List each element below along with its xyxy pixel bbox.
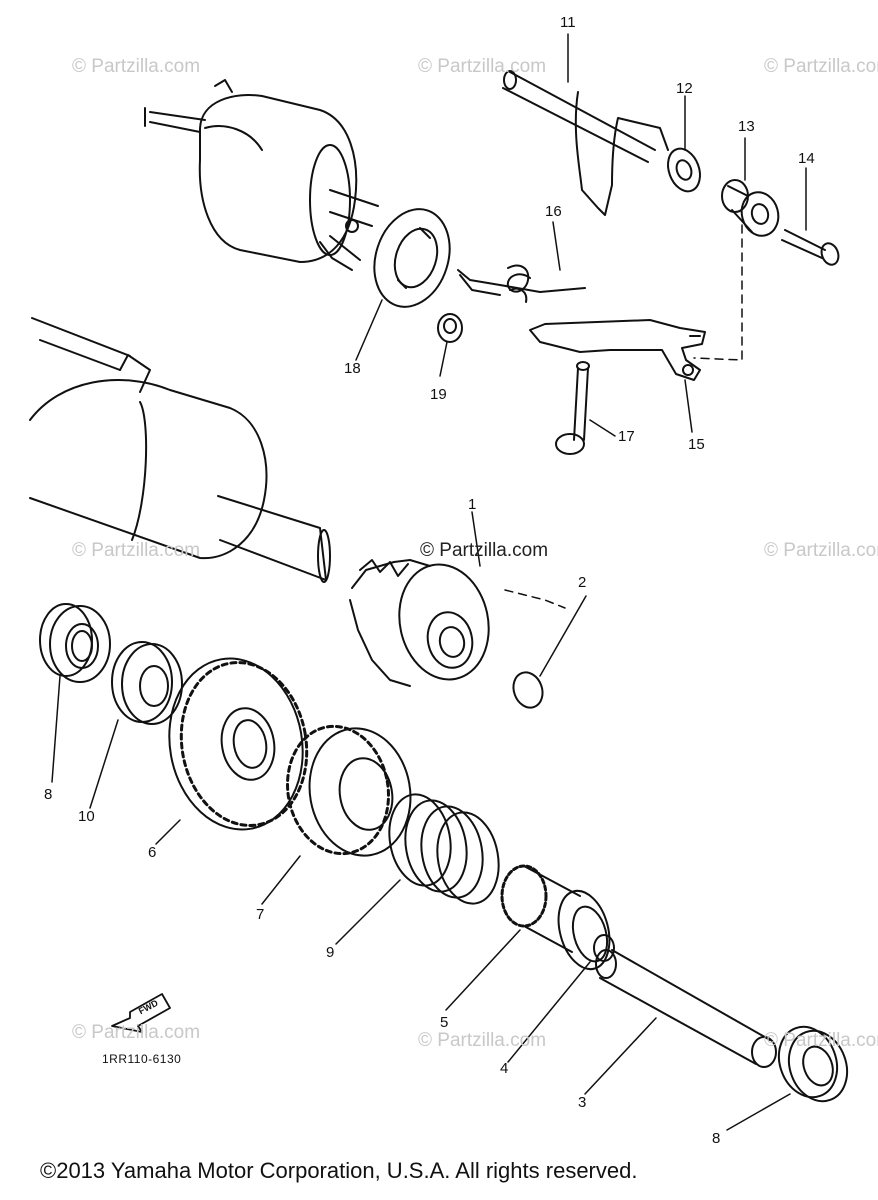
bolt-14: [781, 229, 840, 266]
part-label: 11: [560, 14, 576, 31]
spring-16: [457, 264, 586, 303]
bearing-8-right: [777, 1025, 849, 1103]
part-label: 15: [688, 436, 705, 453]
collar-12: [667, 147, 701, 193]
washer-4: [593, 934, 615, 962]
starter-motor: [29, 317, 331, 583]
starter-solenoid: [144, 79, 379, 271]
watermark-center: © Partzilla.com: [420, 540, 549, 561]
washer-18: [373, 208, 451, 308]
part-label: 18: [344, 360, 361, 377]
roller-13: [721, 179, 780, 237]
part-label: 6: [148, 844, 157, 861]
starter-clutch-1: [349, 559, 490, 687]
gear-6: [168, 657, 309, 831]
watermark: © Partzilla.com: [764, 56, 878, 77]
part-label: 9: [326, 944, 335, 961]
part-label: 17: [618, 428, 635, 445]
gear-7: [286, 724, 412, 857]
part-label: 13: [738, 118, 755, 135]
circlip-2: [512, 671, 544, 709]
part-label: 10: [78, 808, 95, 825]
fwd-arrow: [111, 993, 171, 1033]
watermark: © Partzilla.com: [764, 540, 878, 561]
shift-lever-15: [529, 319, 706, 381]
spring-9: [388, 793, 500, 905]
watermark: © Partzilla.com: [418, 56, 547, 77]
part-label: 12: [676, 80, 693, 97]
part-label: 19: [430, 386, 447, 403]
part-label: 3: [578, 1094, 587, 1111]
watermark: © Partzilla.com: [764, 1030, 878, 1051]
watermark: © Partzilla.com: [418, 1030, 547, 1051]
part-label: 8: [712, 1130, 721, 1147]
bolt-17: [555, 361, 590, 455]
part-label: 14: [798, 150, 815, 167]
watermark: © Partzilla.com: [72, 1022, 201, 1043]
part-label: 5: [440, 1014, 449, 1031]
part-label: 4: [500, 1060, 509, 1077]
watermark: © Partzilla.com: [72, 540, 201, 561]
shaft-3: [595, 949, 777, 1068]
watermark: © Partzilla.com: [72, 56, 201, 77]
diagram-code: 1RR110-6130: [102, 1052, 182, 1066]
part-label: 1: [468, 496, 477, 513]
part-label: 2: [578, 574, 587, 591]
copyright-notice: ©2013 Yamaha Motor Corporation, U.S.A. A…: [40, 1158, 638, 1183]
part-label: 16: [545, 203, 562, 220]
part-label: 8: [44, 786, 53, 803]
shift-shaft-11: [502, 70, 669, 216]
dashed-leader-lines: [504, 224, 743, 609]
bearing-8-left: [39, 603, 111, 683]
part-label: 7: [256, 906, 265, 923]
spacer-10: [111, 641, 183, 725]
shaft-5: [500, 864, 611, 971]
nut-19: [437, 313, 463, 343]
label-leader-lines: [51, 33, 807, 1131]
